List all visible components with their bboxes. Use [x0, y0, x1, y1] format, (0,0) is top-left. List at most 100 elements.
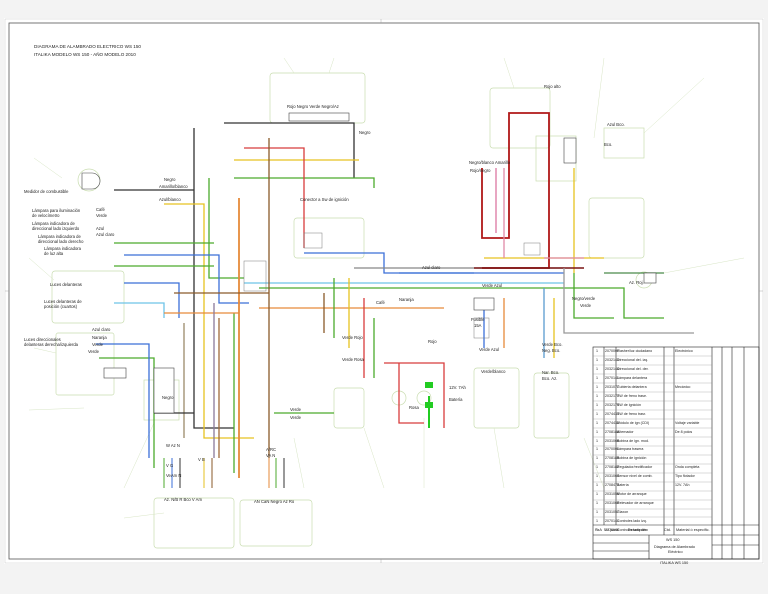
row-qty: 1: [596, 366, 598, 371]
row-code: 2032143: [605, 357, 619, 362]
row-name: Controles lado der.: [617, 528, 648, 532]
label-fusible-a: 15A: [474, 323, 482, 328]
label-lamp-alta2: de luz alta: [44, 251, 64, 256]
wire-verde-bottom: Verde: [290, 407, 301, 412]
conn1-line3: VeAm N: [166, 473, 182, 478]
conn1-line1: W Az N: [166, 443, 180, 448]
row-name: Motor de arranque: [617, 492, 647, 497]
label-lamp-dir-der: Lámpara indicadora de: [38, 234, 81, 239]
row-name: Módulo de ign (CDI): [617, 420, 650, 425]
row-qty: 1: [596, 519, 598, 524]
row-code: 2032177: [605, 393, 619, 398]
wire-amarillo-verde: Amarillo: [495, 160, 511, 165]
wire-verde-bco: Verde Bco.: [542, 342, 563, 347]
label-luces-dir2: delanteras derecha/izquierda: [24, 342, 79, 347]
row-name: Lámpara delantera: [617, 375, 648, 380]
row-name: Regulador/rectificador: [617, 465, 653, 470]
row-name: Flasher/luz ciudadano: [617, 349, 653, 353]
row-name: Alternador: [617, 429, 634, 434]
row-code: 2070000: [605, 447, 619, 452]
conn1-line2: V G: [166, 463, 174, 468]
label-luces-pos: Luces delanteras de: [44, 299, 82, 304]
wire-verde-roj: Verde Rojo: [342, 335, 363, 340]
header-pza: PzA: [595, 528, 602, 532]
row-code: 2708185: [605, 456, 619, 461]
wire-azul-blanco: Azul/blanco: [159, 197, 181, 202]
wire-rosa: Rosa: [409, 405, 419, 410]
row-name: Direccional del. der.: [617, 366, 649, 371]
wire-bco: Bco.: [604, 142, 613, 147]
wire-naranja-m: Naranja: [399, 297, 414, 302]
row-qty: 1: [596, 402, 598, 407]
wire-verde-bottom-2: Verde: [290, 415, 301, 420]
wire-negro: Negro: [164, 177, 176, 182]
wire-amarillo: Amarillo/blanco: [159, 184, 188, 189]
conn4-line2: VA N: [266, 453, 276, 458]
row-name: Direccional del. izq.: [617, 357, 649, 362]
wire-bco-az: Bco. Az.: [542, 376, 558, 381]
wire-azul: Azul: [96, 226, 105, 231]
wire-rojo-m: Rojo: [428, 339, 437, 344]
row-qty: 1: [596, 375, 598, 380]
conn5-line1: Az. N/B R Bco V Am: [164, 497, 202, 502]
wire-azul-claro: Azul claro: [96, 232, 115, 237]
row-name: SW de freno trase.: [617, 393, 647, 398]
label-bateria-v: 12V. 7Ah: [449, 385, 466, 390]
wire-negro-blanco: Negro/blanco: [469, 160, 494, 165]
wire-verde: Verde: [96, 213, 107, 218]
row-name: Cubierta delantera: [617, 384, 647, 389]
header-descripcion: Descripción: [628, 528, 648, 532]
wire-verde-3: Verde: [88, 349, 99, 354]
header-material: Material ó especific.: [676, 528, 710, 532]
row-qty: 1: [596, 465, 598, 470]
conn3-line1: V B: [198, 457, 205, 462]
row-qty: 1: [596, 429, 598, 434]
wire-negro-top: Negro: [359, 130, 371, 135]
row-name: Sensor nivel de comb.: [617, 474, 653, 479]
row-qty: 1: [596, 384, 598, 389]
row-code: 2032175: [605, 402, 619, 407]
header-no-parte: N./ parte: [604, 528, 619, 532]
row-code: 2032144: [605, 366, 619, 371]
wire-rojo-negro: Rojo/negro: [470, 168, 491, 173]
row-spec: Onda completa: [675, 465, 700, 470]
header-cant: Ctd.: [664, 528, 671, 532]
drawing-name: Diagrama de Alambrado: [654, 545, 695, 549]
label-medidor: Medidor de combustible: [24, 189, 69, 194]
wire-naranja: Naranja: [92, 335, 107, 340]
label-conector: Conector a Sw de ignición: [300, 197, 349, 202]
diagram-title: DIAGRAMA DE ALAMBRADO ELECTRICO WS 150: [34, 44, 141, 49]
row-name: Controles lado izq.: [617, 519, 647, 524]
wiring-diagram: [4, 18, 764, 564]
row-code: 2074433: [605, 411, 619, 416]
row-code: 2074432: [605, 420, 619, 425]
wire-verde-blanco: Verde/blanco: [481, 369, 506, 374]
row-spec: Voltaje variable: [675, 420, 700, 425]
row-code: 2070141: [605, 519, 619, 524]
row-qty: 1: [596, 349, 598, 353]
label-lamp-izq: Lámpara para iluminación: [32, 208, 81, 213]
row-name: SW de freno trasr.: [617, 411, 646, 416]
label-lamp-dir-izq: Lámpara indicadora de: [32, 221, 75, 226]
row-name: Batería: [617, 483, 629, 488]
row-name: Relevador de arranque: [617, 501, 654, 506]
diagram-subtitle: ITALIKA MODELO WS 150 - AÑO MODELO 2010: [34, 52, 136, 57]
row-code: 2070141: [605, 528, 619, 532]
row-qty: 1: [596, 483, 598, 488]
row-code: 2031058: [605, 492, 619, 497]
row-code: 2708473: [605, 483, 619, 488]
wire-nar-bco: Nar. Bco.: [542, 370, 560, 375]
row-code: 2708188: [605, 429, 619, 434]
label-lamp-dir-der2: direccional lado derecho: [38, 239, 84, 244]
label-lamp-izq2: de velocímetro: [32, 213, 60, 218]
